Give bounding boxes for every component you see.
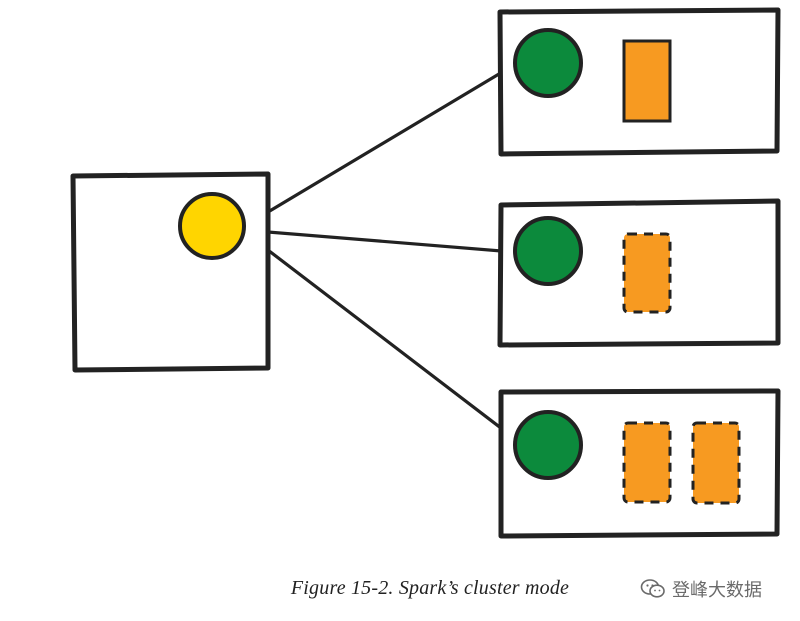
task-dashed-2a — [622, 232, 672, 314]
executor-circle-2 — [513, 216, 583, 286]
watermark: 登峰大数据 — [640, 574, 762, 604]
worker-node-2 — [497, 198, 781, 348]
task-dashed-3a — [622, 421, 672, 504]
executor-circle-3 — [513, 410, 583, 480]
connection-line-worker-2 — [241, 228, 516, 254]
task-solid-1 — [622, 39, 672, 123]
connection-line-worker-1 — [241, 63, 516, 229]
worker-node-1 — [497, 7, 781, 157]
wechat-icon — [640, 579, 665, 598]
worker-node-3 — [498, 388, 781, 539]
driver-circle — [178, 192, 246, 260]
figure-caption: Figure 15-2. Spark’s cluster mode — [290, 577, 570, 599]
watermark-text: 登峰大数据 — [672, 580, 762, 601]
connection-line-worker-3 — [241, 229, 516, 440]
executor-circle-1 — [513, 28, 583, 98]
driver-machine-box — [70, 171, 271, 373]
driver-machine — [70, 171, 271, 373]
task-dashed-3b — [691, 421, 741, 505]
